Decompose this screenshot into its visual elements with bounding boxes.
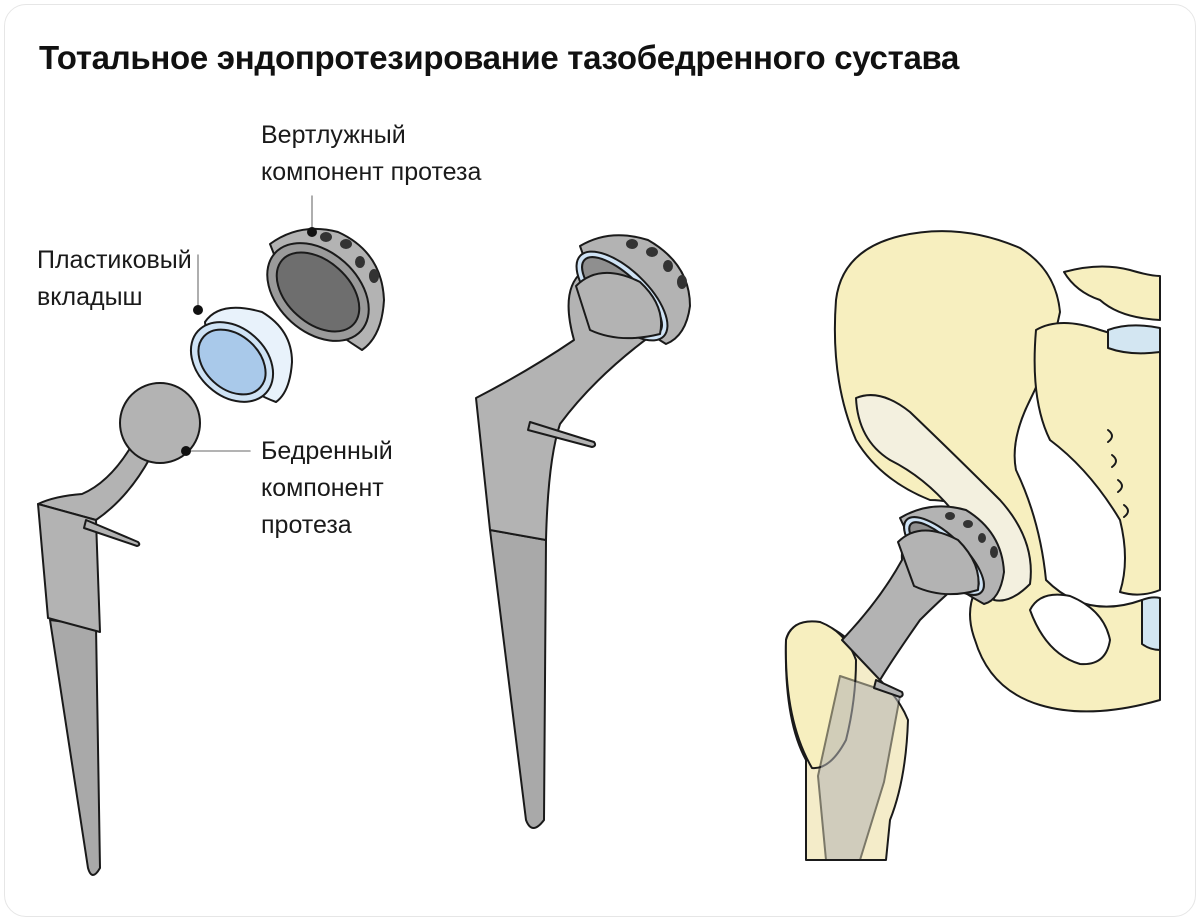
- liner-inner: [197, 328, 267, 396]
- liner-dot: [193, 305, 203, 315]
- liner-label-line-2: вкладыш: [37, 283, 143, 311]
- femoral-component-label: Бедренный компонент протеза: [261, 433, 393, 544]
- page-title: Тотальное эндопротезирование тазобедренн…: [39, 39, 960, 76]
- femoral-stem-tip: [49, 619, 101, 876]
- femoral-label-line-2: компонент: [261, 474, 384, 502]
- acetabular-label-line-1: Вертлужный: [261, 121, 406, 149]
- assembled-prosthesis: [475, 234, 691, 829]
- assembled-neck-head: [575, 271, 662, 340]
- sacroiliac-cartilage: [1107, 324, 1161, 355]
- liner-label-line-1: Пластиковый: [37, 246, 192, 274]
- femoral-neck: [37, 444, 151, 521]
- acetabular-cup-exploded: [266, 227, 385, 351]
- cup-holes: [320, 232, 379, 283]
- femoral-dot: [181, 446, 191, 456]
- sacral-foramina: [1107, 429, 1129, 518]
- sacrum-top-wing: [1063, 265, 1161, 321]
- femoral-fin: [83, 519, 141, 547]
- leader-dots: [181, 227, 317, 456]
- plastic-liner-label: Пластиковый вкладыш: [37, 242, 192, 316]
- femoral-component-exploded: [37, 382, 201, 876]
- implanted-fin: [873, 679, 904, 698]
- symphysis-cartilage: [1141, 596, 1161, 651]
- pelvis-femur-implanted: [784, 230, 1161, 861]
- implanted-cup-holes: [945, 512, 998, 558]
- implanted-head: [897, 529, 980, 596]
- plastic-liner-exploded: [189, 306, 293, 403]
- leader-lines: [187, 195, 313, 452]
- obturator-foramen: [1029, 593, 1111, 666]
- assembled-stem-tip: [489, 529, 547, 829]
- sacrum: [1033, 322, 1161, 596]
- assembled-fin: [527, 421, 597, 448]
- acetabular-label-line-2: компонент протеза: [261, 158, 482, 186]
- acetabular-dot: [307, 227, 317, 237]
- cup-inner: [275, 251, 361, 333]
- acetabular-component-label: Вертлужный компонент протеза: [261, 117, 481, 191]
- femoral-label-line-3: протеза: [261, 511, 352, 539]
- femoral-head-ball: [119, 382, 201, 464]
- femoral-body: [37, 503, 101, 633]
- femoral-label-line-1: Бедренный: [261, 437, 393, 465]
- assembled-cup-holes: [626, 239, 687, 289]
